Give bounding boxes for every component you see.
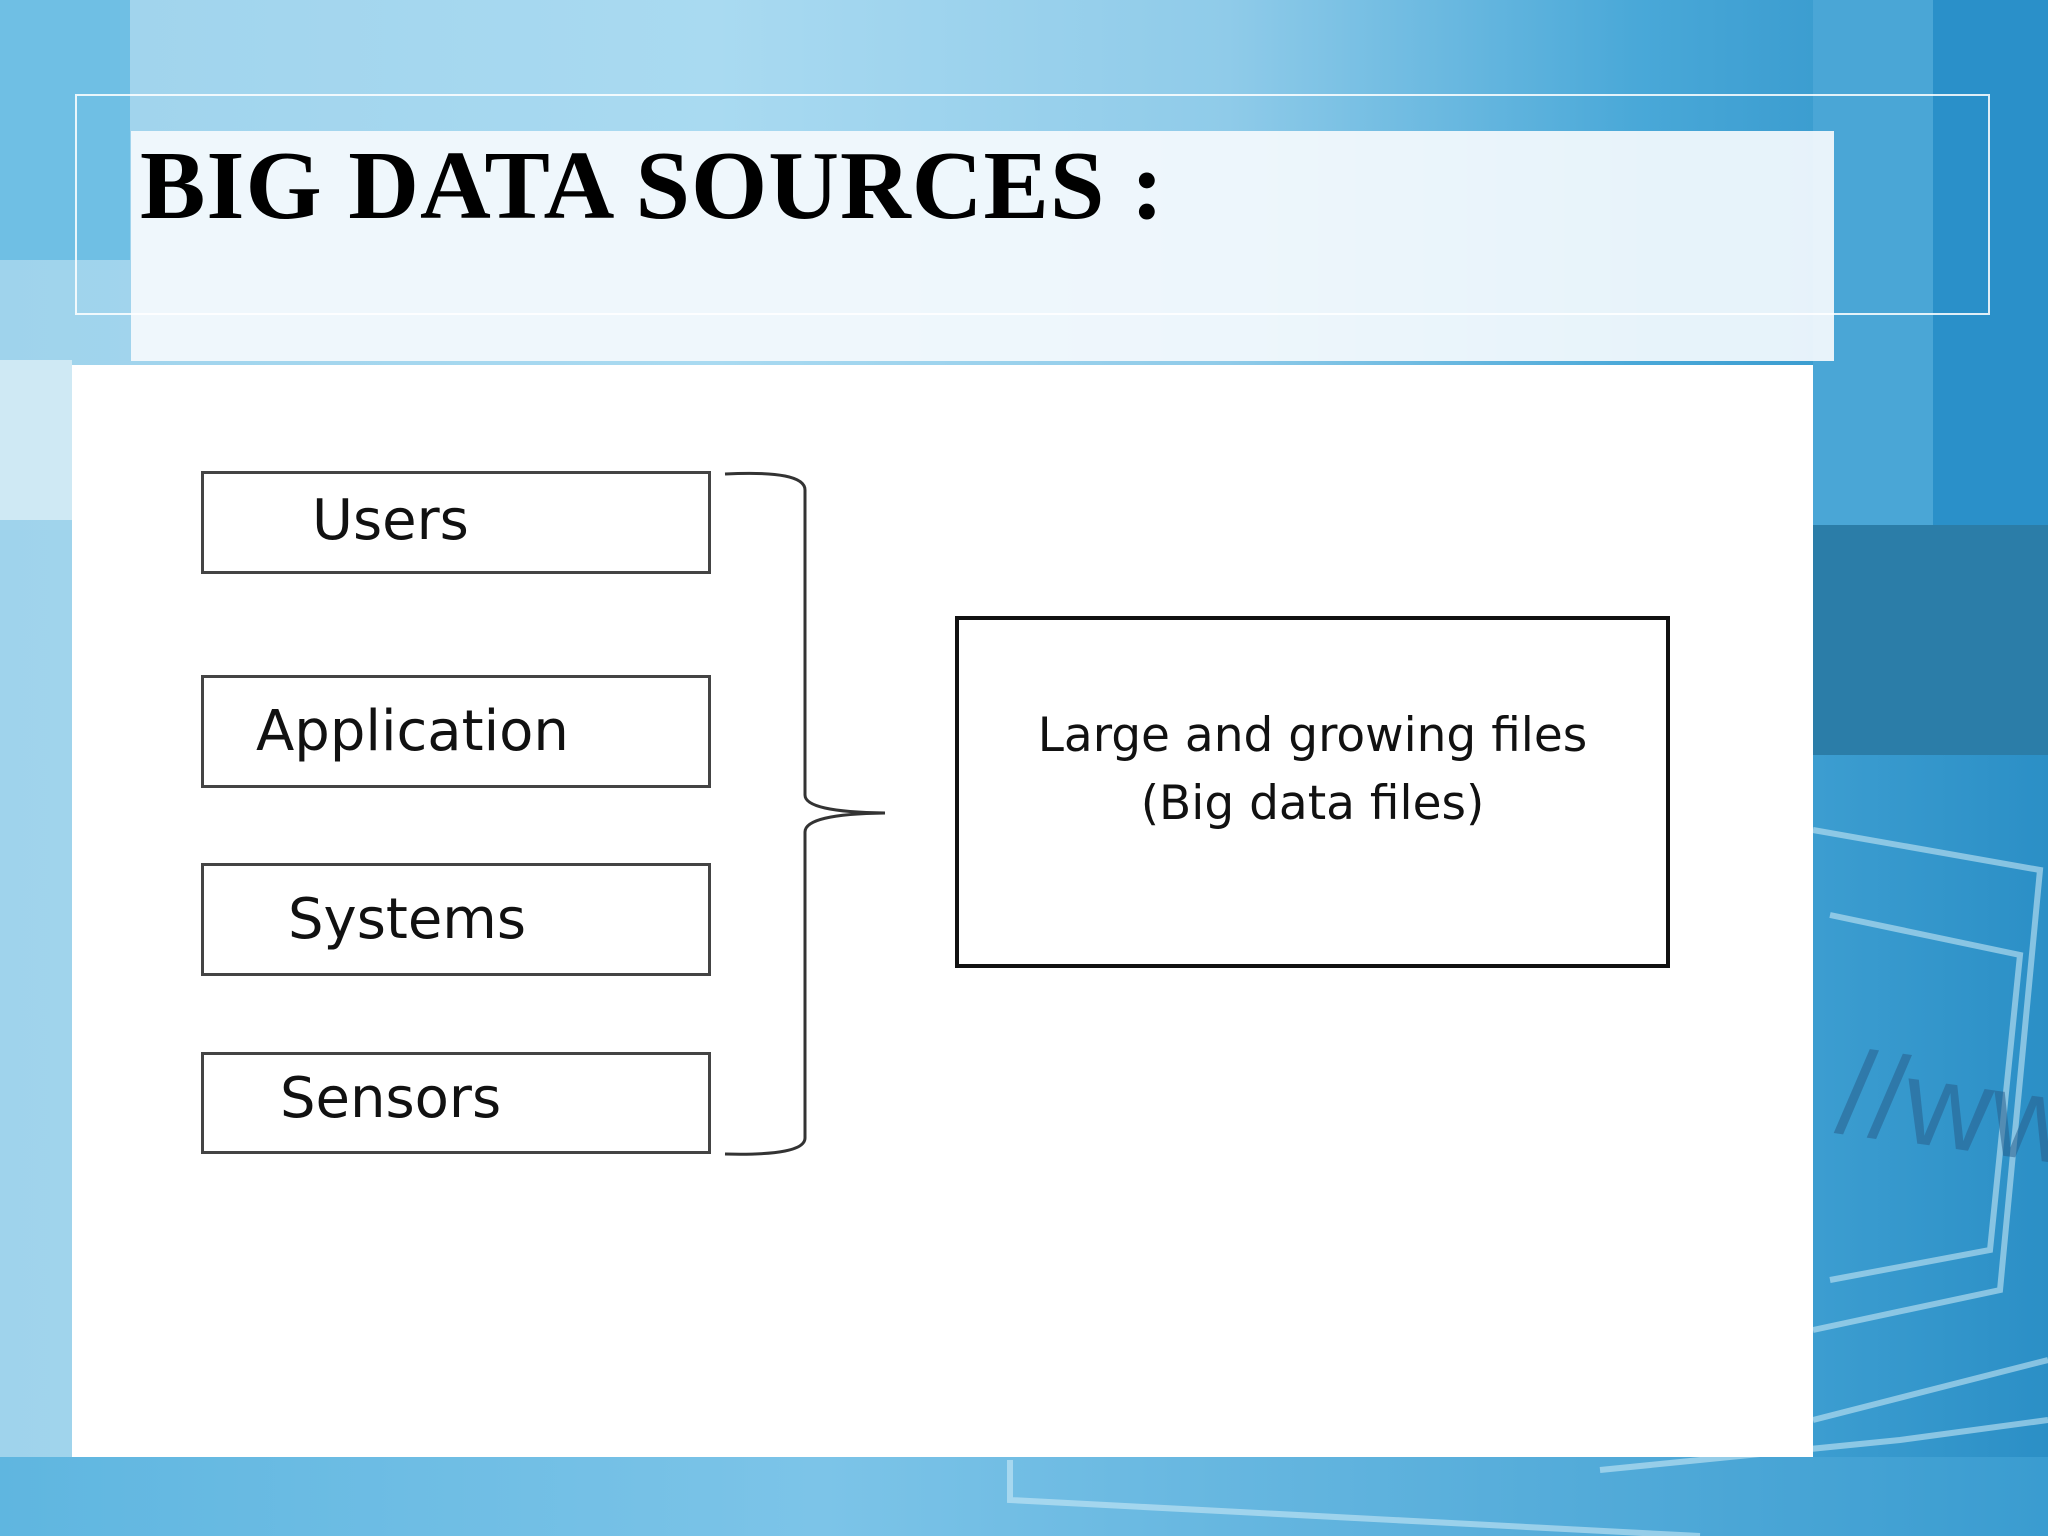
background-tile xyxy=(1933,0,2048,525)
source-box-systems xyxy=(201,863,711,976)
title-frame xyxy=(75,94,1990,315)
source-box-sensors xyxy=(201,1052,711,1154)
title-panel xyxy=(131,131,1834,361)
background-tile xyxy=(1813,525,2048,755)
background-tile xyxy=(0,1457,2048,1536)
source-box-users xyxy=(201,471,711,574)
source-label-systems: Systems xyxy=(288,887,526,952)
target-label-line2: (Big data files) xyxy=(1140,776,1485,831)
target-label-line1: Large and growing files xyxy=(1037,708,1588,763)
target-box xyxy=(955,616,1670,968)
source-box-application xyxy=(201,675,711,788)
source-label-users: Users xyxy=(312,488,469,553)
source-label-sensors: Sensors xyxy=(280,1066,502,1131)
source-label-application: Application xyxy=(256,699,569,764)
background-tile xyxy=(0,360,72,520)
background-tile xyxy=(0,0,130,260)
slide-title: BIG DATA SOURCES : xyxy=(140,132,1165,240)
